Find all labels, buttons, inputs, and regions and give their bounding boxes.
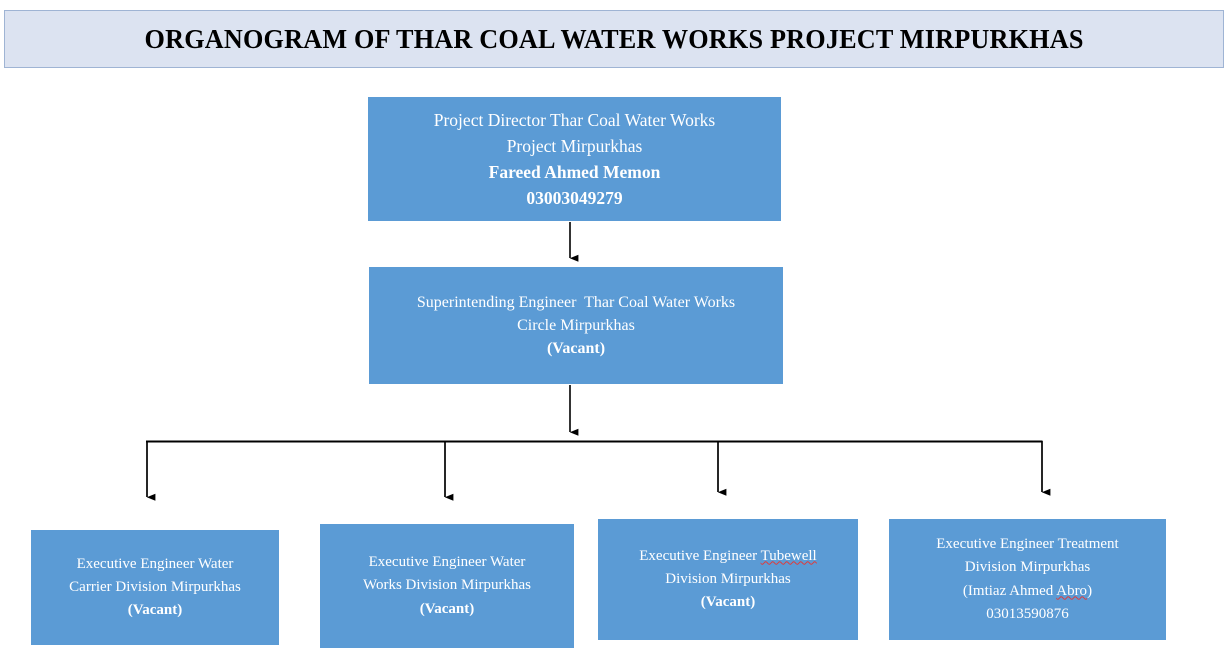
node-line: Executive Engineer Water — [76, 555, 234, 572]
node-phone-number: 03003049279 — [526, 188, 623, 209]
node-person-name: (Imtiaz Ahmed Abro) — [895, 580, 1160, 603]
node-line: Project Director Thar Coal Water Works — [433, 109, 716, 130]
node-line: Division Mirpurkhas — [665, 570, 791, 587]
page-title-banner: ORGANOGRAM OF THAR COAL WATER WORKS PROJ… — [4, 10, 1224, 68]
node-phone-number: 03013590876 — [986, 605, 1069, 622]
page-title: ORGANOGRAM OF THAR COAL WATER WORKS PROJ… — [144, 23, 1084, 54]
node-person-name: Fareed Ahmed Memon — [488, 162, 661, 182]
node-xen-treatment-division[interactable]: Executive Engineer Treatment Division Mi… — [889, 519, 1166, 640]
node-xen-tubewell-division[interactable]: Executive Engineer Tubewell Division Mir… — [598, 519, 858, 640]
node-xen-water-works-division[interactable]: Executive Engineer Water Works Division … — [320, 524, 574, 648]
node-line: Superintending Engineer Thar Coal Water … — [416, 293, 736, 311]
node-vacancy-status: (Vacant) — [127, 602, 183, 619]
node-line: Executive Engineer Treatment — [936, 536, 1119, 552]
node-line: Carrier Division Mirpurkhas — [69, 578, 241, 595]
node-line: Division Mirpurkhas — [964, 559, 1091, 576]
node-superintending-engineer[interactable]: Superintending Engineer Thar Coal Water … — [369, 267, 783, 384]
node-line: Executive Engineer Water — [368, 554, 526, 571]
node-xen-water-carrier-division[interactable]: Executive Engineer Water Carrier Divisio… — [31, 530, 279, 645]
node-vacancy-status: (Vacant) — [419, 600, 475, 617]
node-line: Circle Mirpurkhas — [517, 316, 635, 334]
node-vacancy-status: (Vacant) — [546, 340, 606, 358]
node-line: Works Division Mirpurkhas — [363, 577, 531, 594]
node-line-text: Executive Engineer — [639, 547, 761, 564]
spellcheck-misspelled-word: Tubewell — [760, 547, 817, 564]
node-vacancy-status: (Vacant) — [700, 594, 756, 611]
node-line-text: (Imtiaz Ahmed — [962, 582, 1057, 599]
node-line: Project Mirpurkhas — [506, 135, 643, 156]
spellcheck-misspelled-word: Abro — [1056, 582, 1088, 599]
node-line: Executive Engineer Tubewell — [604, 545, 852, 568]
node-line-text: ) — [1087, 582, 1093, 599]
node-project-director[interactable]: Project Director Thar Coal Water Works P… — [368, 97, 781, 221]
